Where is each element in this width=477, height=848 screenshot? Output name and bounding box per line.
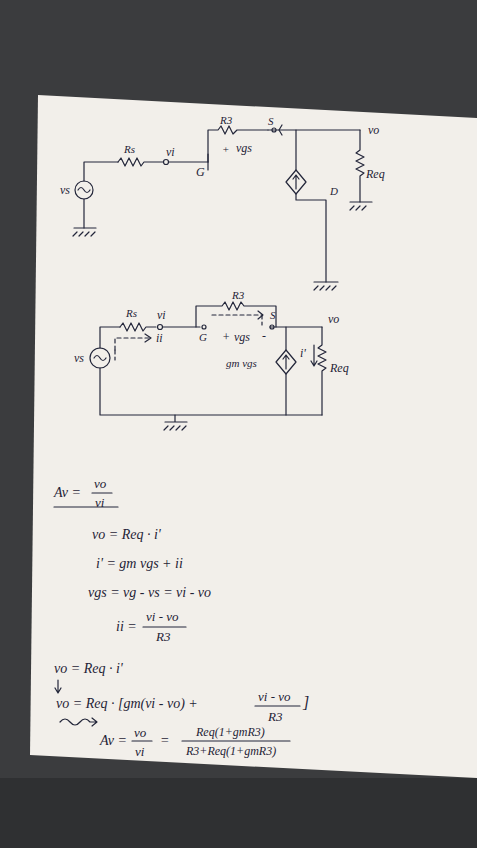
equation-text: vo = Req · i' bbox=[92, 528, 161, 542]
resistor-label: Req bbox=[330, 362, 349, 374]
voltage-label: vgs bbox=[236, 142, 252, 154]
current-label: ii bbox=[156, 332, 163, 344]
equation-text: vo = Req · i' bbox=[54, 662, 123, 676]
fraction-denominator: R3 bbox=[156, 630, 170, 643]
fraction-denominator: vi bbox=[135, 745, 144, 758]
resistor-label: Rs bbox=[126, 308, 137, 319]
source-label: vs bbox=[74, 352, 84, 364]
voltage-label: vgs bbox=[234, 331, 250, 343]
paper-sheet bbox=[30, 95, 477, 778]
resistor-label: R3 bbox=[220, 115, 232, 126]
pin-label: G bbox=[196, 166, 205, 178]
source-label: vs bbox=[60, 184, 70, 196]
pin-label: S bbox=[268, 116, 274, 127]
node-label: vo bbox=[368, 124, 379, 136]
fraction-numerator: vi - vo bbox=[146, 610, 178, 623]
fraction-numerator: vo bbox=[134, 726, 146, 739]
current-label: i' bbox=[300, 347, 306, 359]
equation-text: vo = Req · [gm(vi - vo) + bbox=[56, 697, 198, 711]
equation-text: i' = gm vgs + ii bbox=[96, 557, 183, 571]
equation-marks bbox=[54, 493, 300, 741]
small-signal-circuit bbox=[90, 302, 326, 430]
polarity-sign: + bbox=[222, 144, 229, 155]
node-label: vo bbox=[328, 313, 339, 325]
fraction-denominator: R3 bbox=[268, 710, 282, 723]
source-label: gm vgs bbox=[226, 358, 257, 369]
equation-text: = bbox=[160, 734, 169, 748]
bracket: ] bbox=[303, 695, 309, 711]
fraction-numerator: vi - vo bbox=[258, 690, 290, 703]
pin-label: D bbox=[330, 186, 338, 197]
fraction-numerator: vo bbox=[94, 477, 106, 490]
resistor-label: Rs bbox=[124, 144, 135, 155]
fraction-numerator: Req(1+gmR3) bbox=[196, 726, 265, 738]
equation-text: vgs = vg - vs = vi - vo bbox=[88, 586, 211, 600]
pin-label: G bbox=[199, 332, 207, 343]
equation-text: Av = bbox=[54, 486, 81, 500]
equation-text: ii = bbox=[116, 620, 137, 634]
resistor-label: R3 bbox=[232, 290, 244, 301]
polarity-sign: + bbox=[222, 331, 230, 343]
node-label: vi bbox=[157, 309, 166, 321]
equation-text: Av = bbox=[100, 734, 127, 748]
pin-label: S bbox=[270, 310, 276, 321]
node-label: vi bbox=[166, 146, 175, 158]
resistor-label: Req bbox=[366, 168, 385, 180]
fraction-denominator: vi bbox=[95, 496, 104, 509]
top-circuit bbox=[73, 125, 372, 290]
polarity-sign: - bbox=[262, 330, 266, 342]
fraction-denominator: R3+Req(1+gmR3) bbox=[186, 745, 276, 757]
